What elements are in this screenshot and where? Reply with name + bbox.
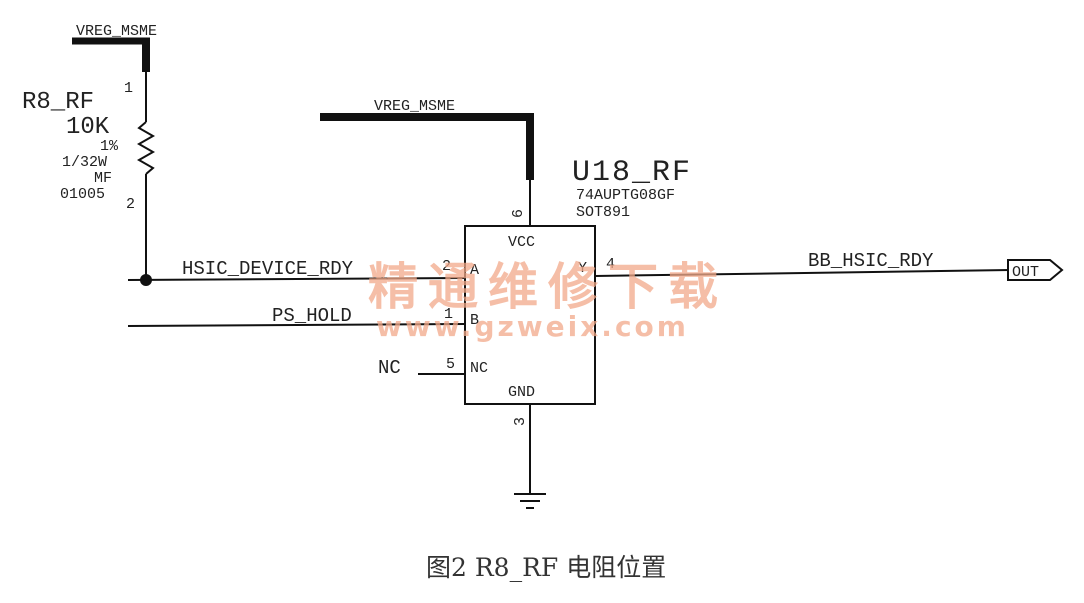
figure-caption: 图2 R8_RF 电阻位置 <box>426 553 666 582</box>
out-port-label: OUT <box>1012 264 1039 281</box>
left-power-label: VREG_MSME <box>76 23 157 40</box>
junction-dot <box>140 274 152 286</box>
chip-pin-nc-name: NC <box>470 360 488 377</box>
mid-power-label: VREG_MSME <box>374 98 455 115</box>
chip-u18-rf: U18_RF 74AUPTG08GF SOT891 VCC GND A B NC… <box>464 156 692 405</box>
resistor-pin1-number: 1 <box>124 80 133 97</box>
chip-package: SOT891 <box>576 204 630 221</box>
watermark-url: www.gzweix.com <box>376 310 689 343</box>
left-power-symbol: VREG_MSME <box>72 23 157 72</box>
mid-power-symbol: VREG_MSME 6 <box>320 98 534 226</box>
resistor-tolerance: 1% <box>100 138 119 155</box>
chip-gnd-label: GND <box>508 384 535 401</box>
resistor-package: 01005 <box>60 186 105 203</box>
wire-nc: NC 5 <box>378 356 465 379</box>
ground-symbol: 3 <box>512 404 546 509</box>
wire-hsic-device-rdy: HSIC_DEVICE_RDY 2 <box>127 258 466 286</box>
chip-vcc-label: VCC <box>508 234 535 251</box>
watermark-chinese: 精通维修下载 <box>368 258 728 316</box>
pin-a-number: 2 <box>442 258 451 275</box>
bb-hsic-rdy-label: BB_HSIC_RDY <box>808 250 934 272</box>
chip-pin-b-name: B <box>470 312 479 329</box>
hsic-device-rdy-label: HSIC_DEVICE_RDY <box>182 258 354 280</box>
chip-part-number: 74AUPTG08GF <box>576 187 675 204</box>
watermark: 精通维修下载 www.gzweix.com <box>368 258 728 343</box>
chip-ref: U18_RF <box>572 156 692 190</box>
wire-ps-hold: PS_HOLD 1 <box>127 305 466 327</box>
chip-pin-a-name: A <box>470 262 479 279</box>
gnd-pin-number: 3 <box>512 417 529 426</box>
ps-hold-label: PS_HOLD <box>272 305 352 327</box>
pin-nc-number: 5 <box>446 356 455 373</box>
out-port-symbol <box>1007 259 1064 281</box>
pin-y-number: 4 <box>606 256 615 273</box>
resistor-type: MF <box>94 170 112 187</box>
resistor-power: 1/32W <box>62 154 107 171</box>
wire-bb-hsic-rdy: 4 BB_HSIC_RDY OUT <box>594 250 1064 281</box>
resistor-pin2-number: 2 <box>126 196 135 213</box>
resistor-zigzag <box>136 121 156 175</box>
vcc-pin-number: 6 <box>510 209 527 218</box>
resistor-ref: R8_RF <box>22 89 94 116</box>
nc-label: NC <box>378 357 401 379</box>
pin-b-number: 1 <box>444 306 453 323</box>
resistor-r8-rf: 1 2 R8_RF 10K 1% 1/32W MF 01005 <box>22 72 156 280</box>
resistor-value: 10K <box>66 114 110 141</box>
chip-pin-y-name: Y <box>578 260 587 277</box>
